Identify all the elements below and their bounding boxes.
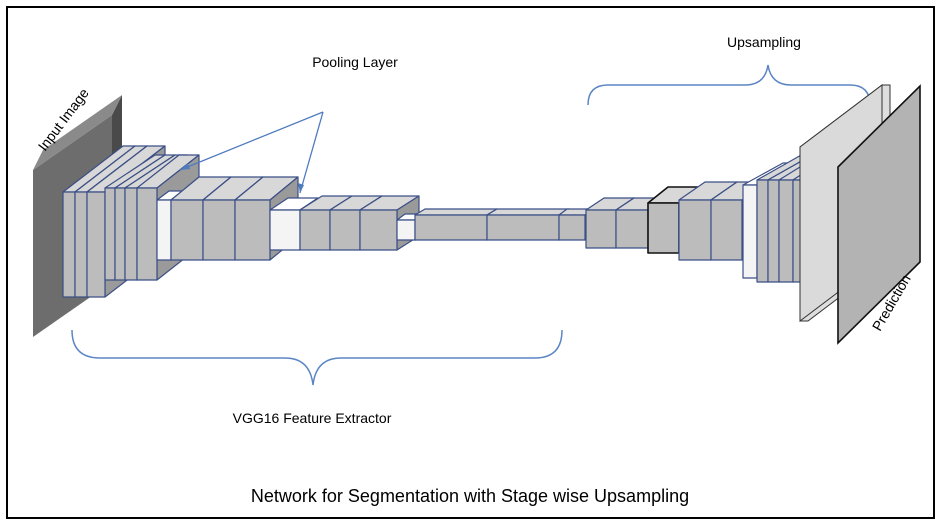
- pooling-pointer-arrowhead-2: [298, 183, 304, 193]
- block-front: [136, 187, 158, 281]
- block-front: [156, 199, 172, 261]
- block-front: [202, 199, 236, 261]
- block-front: [710, 199, 743, 261]
- extractor-brace: [71, 329, 563, 386]
- pooling-pointer-line-1: [179, 111, 324, 171]
- prediction-output: [799, 83, 921, 345]
- block-front: [359, 209, 398, 251]
- block-front: [396, 219, 416, 241]
- block-front: [778, 179, 794, 283]
- pooling-pointer-arrowhead-1: [180, 163, 190, 170]
- block-front: [414, 214, 488, 241]
- block-front: [742, 184, 758, 279]
- block-front: [486, 214, 560, 241]
- block-front: [615, 209, 649, 249]
- block-front: [86, 191, 106, 298]
- block-front: [756, 179, 769, 283]
- block-front: [678, 199, 712, 261]
- block-front: [767, 179, 780, 283]
- block-front: [74, 191, 88, 298]
- block-front: [170, 199, 204, 261]
- pooling-pointer: [179, 111, 324, 194]
- diagram-caption: Network for Segmentation with Stage wise…: [251, 486, 689, 506]
- input-image-top: [33, 95, 122, 170]
- block-front: [124, 187, 138, 281]
- block-front: [62, 191, 76, 298]
- network-blocks: [62, 145, 844, 298]
- block-conv5-1: [414, 208, 498, 241]
- pooling-layer-label: Pooling Layer: [312, 54, 398, 70]
- block-top: [414, 208, 498, 216]
- block-front: [329, 209, 361, 251]
- block-front: [585, 209, 617, 249]
- block-front: [558, 214, 586, 241]
- prediction-front-face: [837, 84, 921, 345]
- block-top: [486, 208, 570, 216]
- extractor-label: VGG16 Feature Extractor: [233, 410, 392, 426]
- block-front: [114, 187, 126, 281]
- block-front: [299, 209, 331, 251]
- upsampling-label: Upsampling: [727, 34, 801, 50]
- block-front: [234, 199, 271, 261]
- block-front: [104, 187, 116, 281]
- block-front: [269, 209, 301, 251]
- block-conv5-2: [486, 208, 570, 241]
- upsampling-brace: [587, 64, 871, 106]
- pooling-pointer-line-2: [299, 111, 324, 194]
- block-front: [647, 202, 680, 254]
